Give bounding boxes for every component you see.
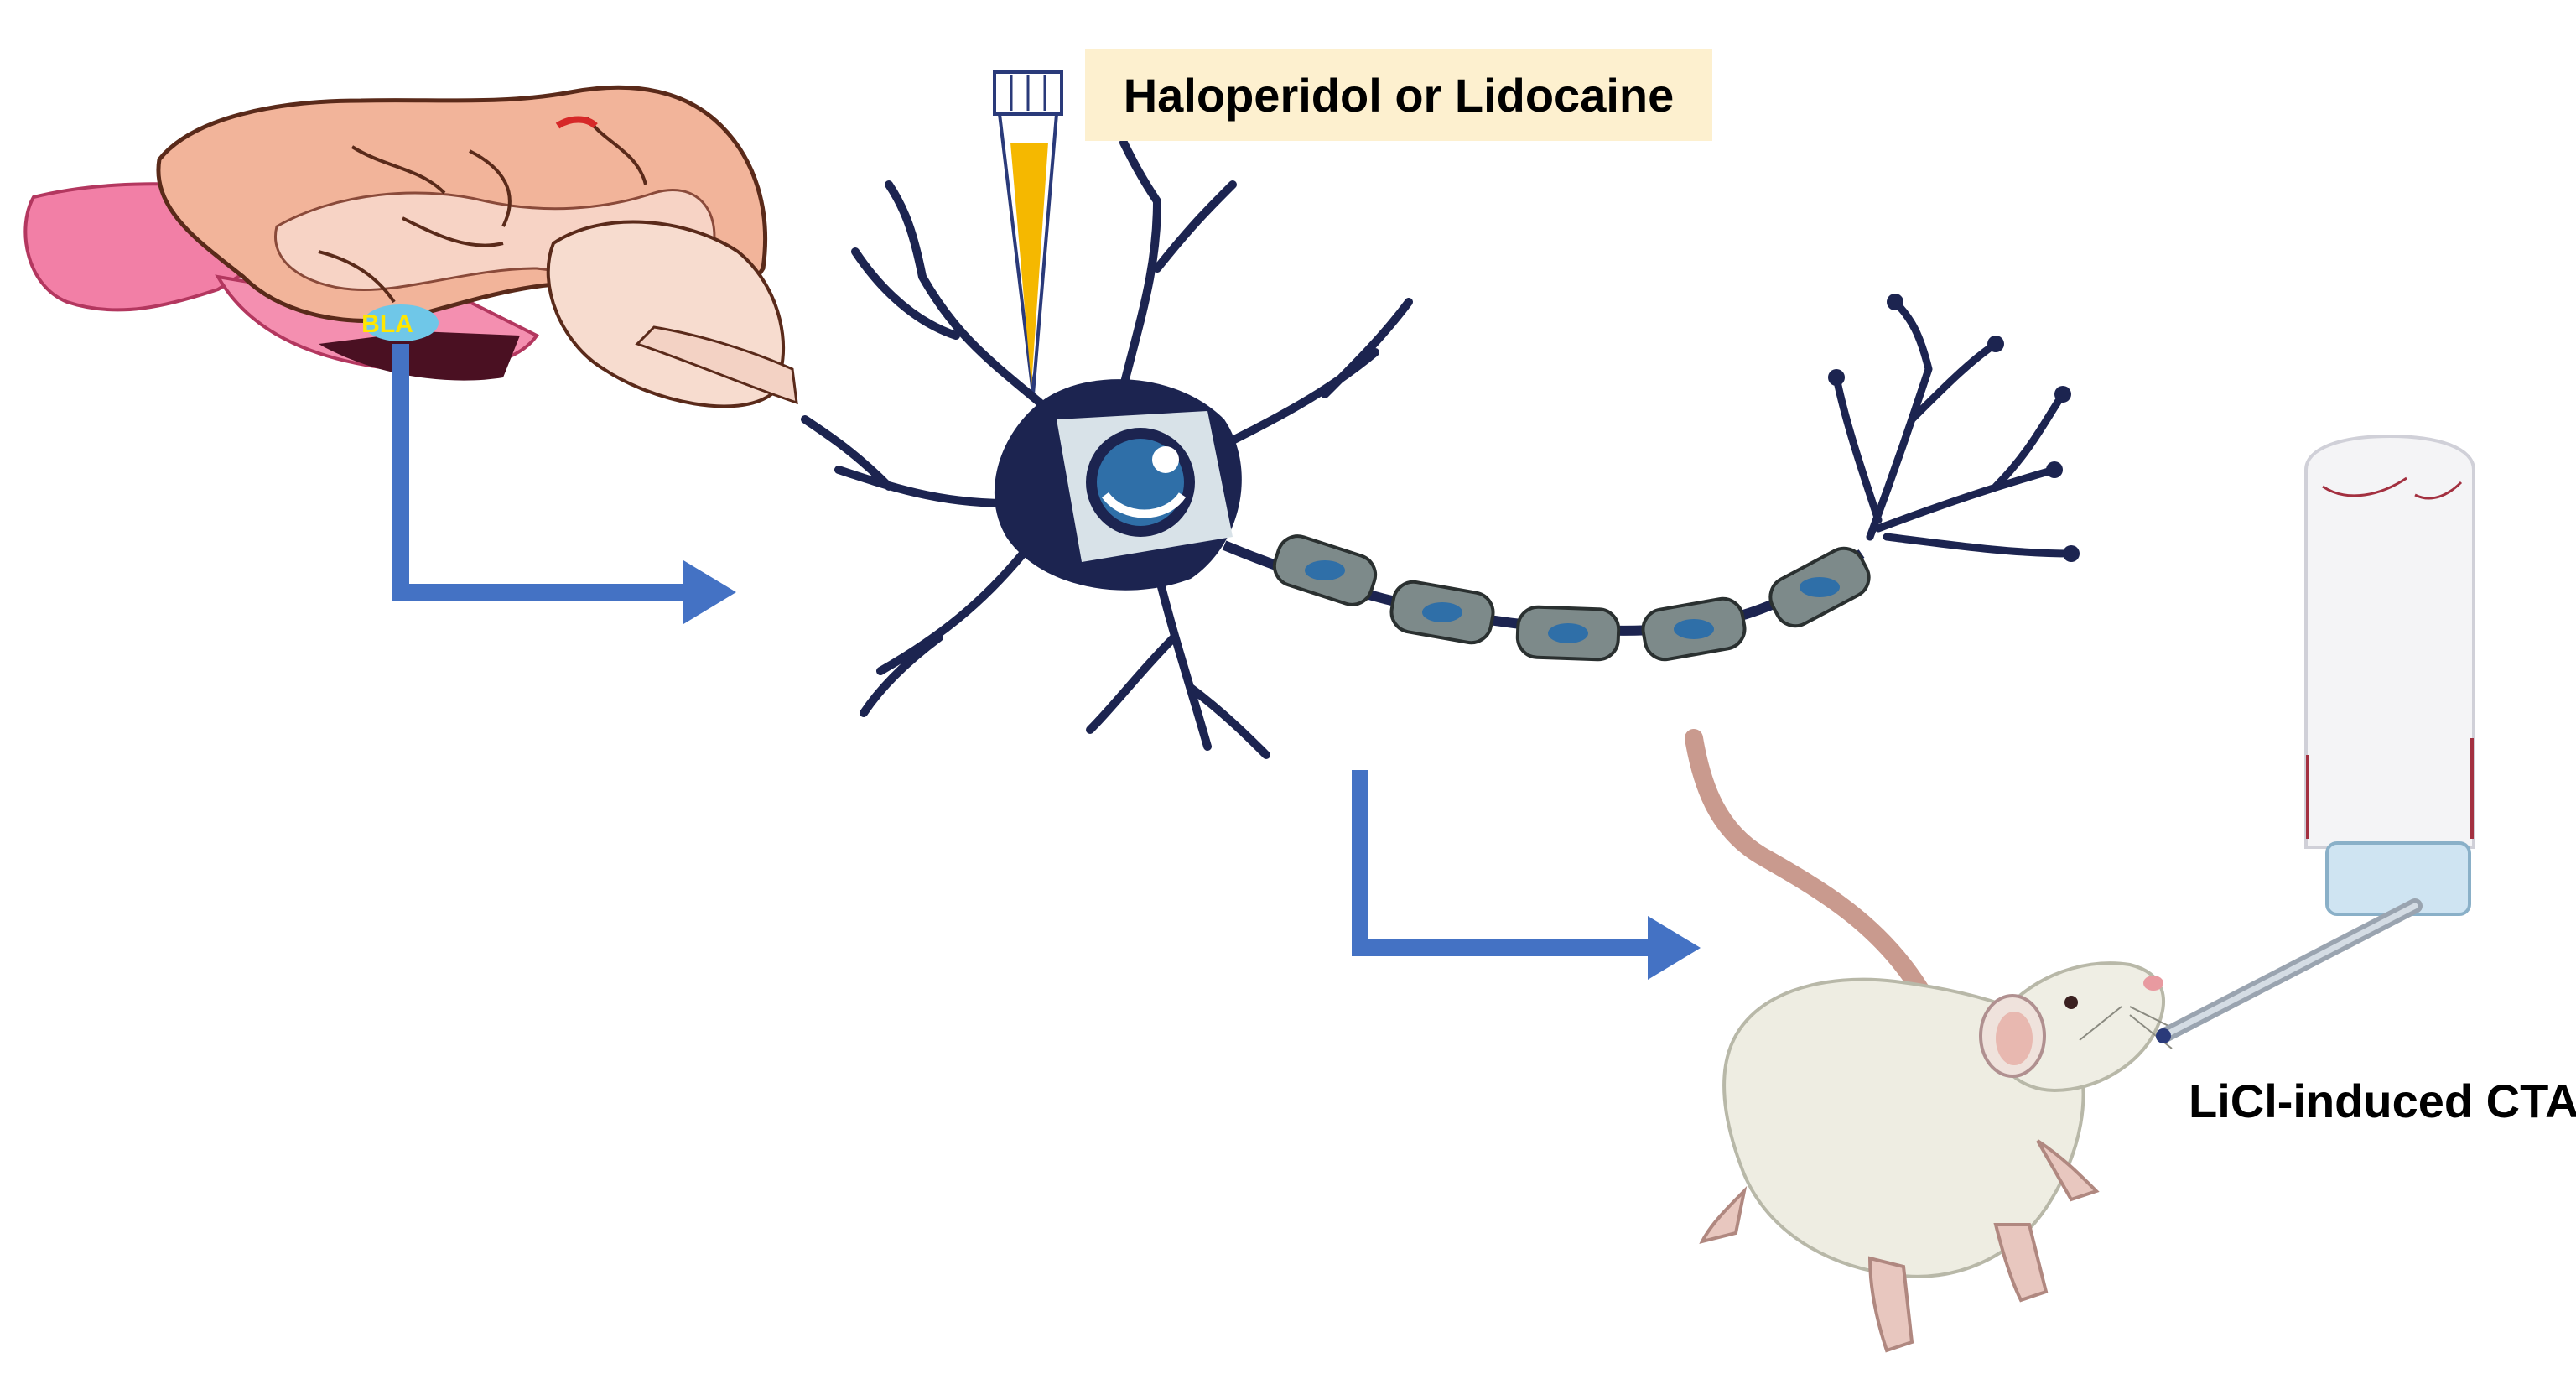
brain-sulci [318, 116, 647, 304]
brain-stem [635, 325, 798, 405]
bla-region [363, 304, 439, 341]
drug-label: Haloperidol or Lidocaine [1123, 68, 1675, 122]
brain-red-accent [555, 116, 598, 129]
arrow-neuron-to-rat [1352, 770, 1701, 980]
arrow-brain-to-neuron [392, 344, 736, 624]
bottle-cap [2325, 841, 2471, 916]
rat-nose [2143, 976, 2163, 991]
drug-label-box: Haloperidol or Lidocaine [1085, 49, 1712, 141]
bottle-body [2304, 434, 2475, 849]
rat-eye [2064, 996, 2078, 1009]
bla-label: BLA [361, 310, 413, 338]
neuron-icon [801, 138, 2080, 759]
outcome-label: LiCl-induced CTA [2189, 1075, 2576, 1127]
pipette-tip-icon [993, 70, 1063, 395]
brain-base [319, 331, 520, 381]
water-bottle-icon [2156, 434, 2475, 1043]
brain-sagittal-icon: BLA [23, 85, 798, 408]
rat-icon [1685, 729, 2181, 1353]
rat-tail [1685, 729, 1929, 999]
